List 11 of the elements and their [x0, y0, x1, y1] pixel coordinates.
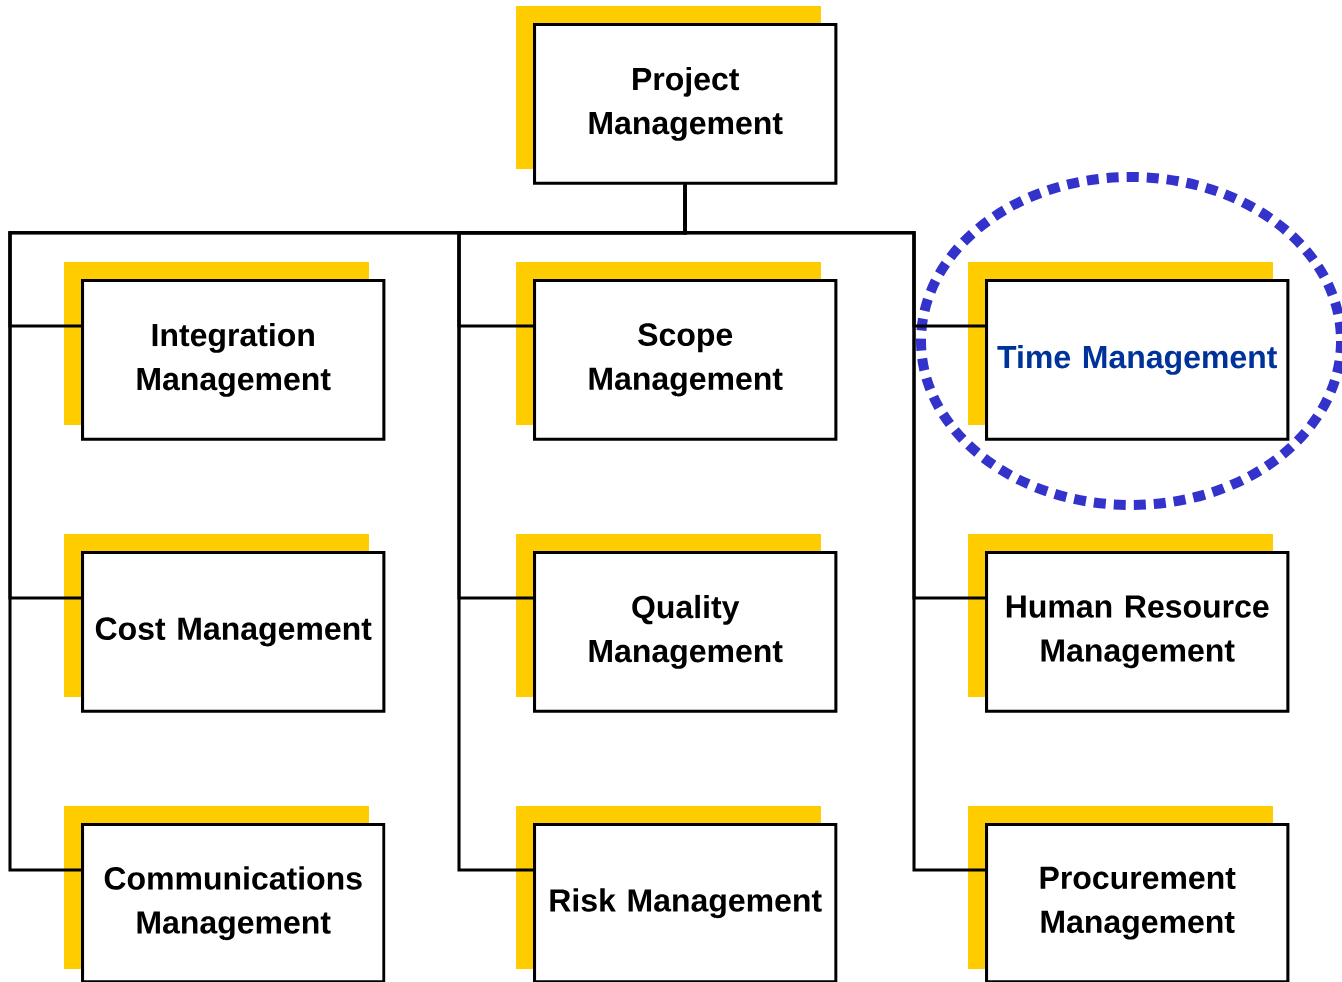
- process-box: Integration Management: [64, 262, 386, 441]
- process-box: Human Resource Management: [968, 534, 1290, 713]
- process-box: Time Management: [968, 262, 1290, 441]
- connector-line: [683, 184, 985, 872]
- process-box: Quality Management: [516, 534, 838, 713]
- process-box: Procurement Management: [968, 806, 1290, 982]
- process-box: Risk Management: [516, 806, 838, 982]
- process-box: Cost Management: [64, 534, 386, 713]
- process-box: Project Management: [516, 6, 838, 185]
- process-box: Communications Management: [64, 806, 386, 982]
- process-box: Scope Management: [516, 262, 838, 441]
